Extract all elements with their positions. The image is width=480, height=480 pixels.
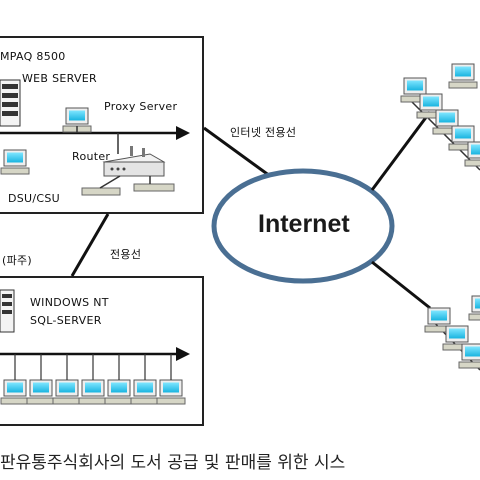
sql-server-label: SQL-SERVER [30,314,102,327]
dsu-csu-pc-icon [0,149,30,175]
internet-line-label: 인터넷 전용선 [230,126,297,139]
internet-to-upper-cluster-line [370,111,432,191]
server-name-label: MPAQ 8500 [0,50,66,63]
proxy-server-label: Proxy Server [104,100,178,113]
bottom-bus-arrowhead [176,347,190,361]
top-bus-arrowhead [176,126,190,140]
router-label: Router [72,150,111,163]
branch-client-row [0,379,186,405]
sql-server-icon [0,289,15,333]
modem-left-icon [81,187,121,196]
upper-client-cluster [400,63,480,171]
router-icon [102,146,166,177]
web-server-icon [0,79,21,127]
internet-dedicated-line [203,126,271,178]
modem-right-icon [133,183,175,192]
internet-to-lower-cluster-line [371,260,431,310]
windows-nt-label: WINDOWS NT [30,296,109,309]
web-server-label: WEB SERVER [22,72,97,85]
dedicated-line-label: 전용선 [110,248,142,261]
internet-label: Internet [258,210,350,238]
internet-cloud-ellipse [211,168,395,284]
lower-client-cluster [424,295,480,371]
dedicated-line [70,213,110,277]
site-label: (파주) [2,254,33,267]
figure-caption: 판유통주식회사의 도서 공급 및 판매를 위한 시스 [0,453,346,473]
dsu-csu-label: DSU/CSU [8,192,61,205]
